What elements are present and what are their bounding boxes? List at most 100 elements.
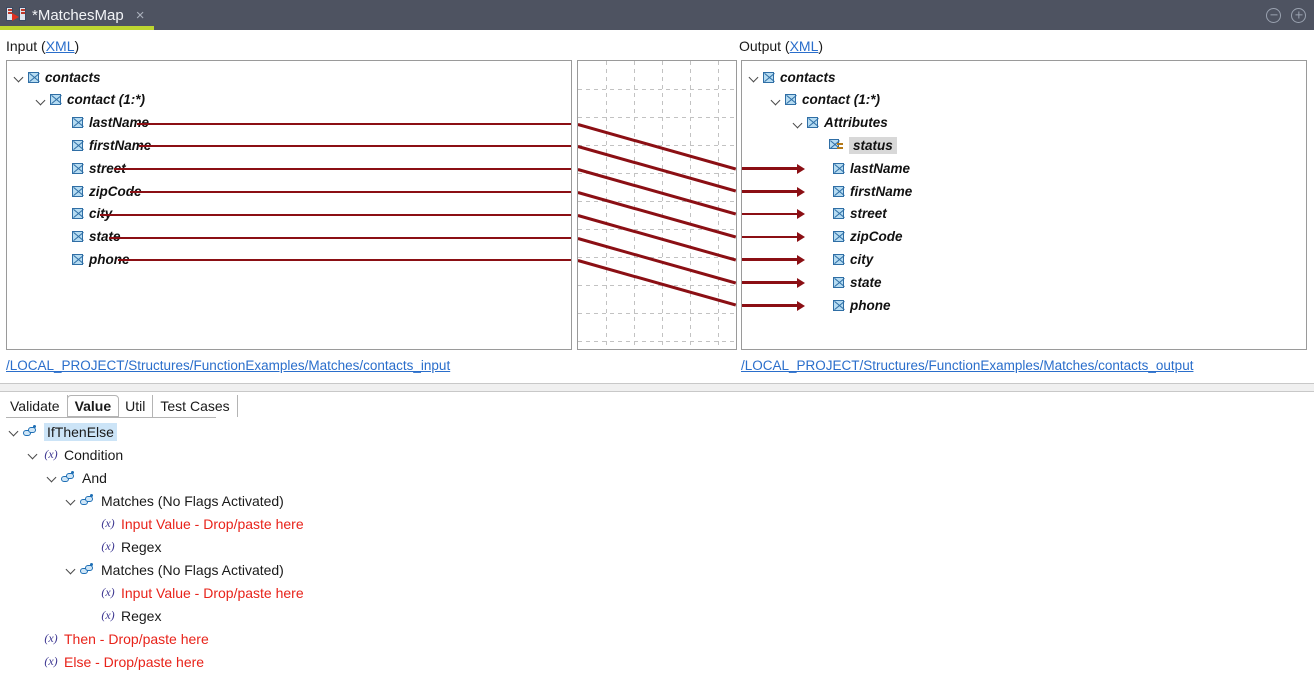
chevron-down-icon[interactable] <box>13 71 25 83</box>
title-bar: *MatchesMap × <box>0 0 1314 30</box>
tab-validate[interactable]: Validate <box>6 395 68 417</box>
input-tree-node[interactable]: contacts <box>13 68 101 86</box>
expression-tree-node[interactable]: (x)Else - Drop/paste here <box>27 650 204 673</box>
output-tree-node[interactable]: phone <box>818 296 891 314</box>
input-tree-node[interactable]: zipCode <box>57 182 142 200</box>
chevron-down-icon[interactable] <box>65 494 78 507</box>
grid-line <box>578 285 736 286</box>
input-tree-node[interactable]: firstName <box>57 136 151 154</box>
output-tree-node[interactable]: city <box>818 250 873 268</box>
xml-element-icon <box>72 139 83 151</box>
expression-tree-node-label: IfThenElse <box>44 422 117 441</box>
output-tree-node[interactable]: state <box>818 273 882 291</box>
window-controls <box>1266 0 1306 30</box>
input-tree-node[interactable]: contact (1:*) <box>35 91 145 109</box>
connector-canvas[interactable] <box>577 60 737 350</box>
chevron-down-icon[interactable] <box>748 71 760 83</box>
xml-element-icon <box>72 117 83 129</box>
expression-tree-node[interactable]: (x)Regex <box>84 604 161 627</box>
xml-element-icon <box>72 185 83 197</box>
expression-tree-node[interactable]: (x)Input Value - Drop/paste here <box>84 512 304 535</box>
tab-test-cases[interactable]: Test Cases <box>153 395 238 417</box>
value-icon: (x) <box>44 447 58 461</box>
output-tree-node-label: Attributes <box>824 115 888 131</box>
xml-element-icon <box>72 208 83 220</box>
close-icon[interactable]: × <box>135 6 145 24</box>
mapping-connector-line[interactable] <box>578 259 736 307</box>
output-tree-node-selected[interactable]: status <box>814 136 897 154</box>
input-tree-panel[interactable]: contacts contact (1:*) lastName firstName st… <box>6 60 572 350</box>
minimize-icon[interactable] <box>1266 7 1281 23</box>
mapping-connector-line[interactable] <box>578 236 736 284</box>
editor-tab-matchesmap[interactable]: *MatchesMap × <box>0 0 155 30</box>
expression-tree-node[interactable]: (x)Regex <box>84 535 161 558</box>
tab-value[interactable]: Value <box>66 395 120 417</box>
value-icon: (x) <box>101 585 115 599</box>
chevron-down-icon[interactable] <box>770 94 782 106</box>
chevron-down-icon[interactable] <box>46 471 59 484</box>
chevron-down-icon[interactable] <box>8 425 21 438</box>
input-tree-node[interactable]: street <box>57 159 126 177</box>
grid-line <box>578 173 736 174</box>
expression-tree-node-label: Input Value - Drop/paste here <box>121 515 304 532</box>
output-xml-link[interactable]: XML <box>789 38 819 54</box>
chevron-down-icon[interactable] <box>65 563 78 576</box>
mapping-arrow-line <box>742 212 797 216</box>
output-tree-node[interactable]: contacts <box>748 68 836 86</box>
panel-splitter[interactable] <box>0 383 1314 392</box>
output-path-link[interactable]: /LOCAL_PROJECT/Structures/FunctionExampl… <box>741 358 1194 373</box>
mapping-connector-line[interactable] <box>578 213 736 261</box>
input-tree-node[interactable]: lastName <box>57 114 149 132</box>
mapping-connector-line[interactable] <box>578 122 736 170</box>
expression-tree-node[interactable]: (x) Condition <box>27 443 123 466</box>
tab-active-accent <box>0 26 155 30</box>
grid-line <box>578 201 736 202</box>
chevron-down-icon[interactable] <box>35 94 47 106</box>
mapping-connector-line[interactable] <box>578 191 736 239</box>
value-icon: (x) <box>101 608 115 622</box>
output-header-suffix: ) <box>818 38 824 54</box>
output-tree-panel[interactable]: contacts contact (1:*) Attributes status las… <box>741 60 1307 350</box>
tab-bar-rule <box>6 417 216 418</box>
xml-element-icon <box>785 94 796 106</box>
output-tree-node-label: contacts <box>780 69 836 85</box>
input-path-link[interactable]: /LOCAL_PROJECT/Structures/FunctionExampl… <box>6 358 451 373</box>
grid-line <box>578 89 736 90</box>
output-tree-node-label: status <box>849 136 897 154</box>
output-tree-node[interactable]: Attributes <box>792 114 888 132</box>
mapping-connector-line[interactable] <box>578 168 736 216</box>
output-header-text: Output ( <box>739 38 790 54</box>
output-tree-node[interactable]: street <box>818 205 887 223</box>
expression-tree-node[interactable]: Matches (No Flags Activated) <box>65 558 284 581</box>
output-tree-node[interactable]: contact (1:*) <box>770 91 880 109</box>
chevron-down-icon[interactable] <box>27 448 40 461</box>
tab-util[interactable]: Util <box>118 395 154 417</box>
expression-tree-node-label: Condition <box>64 446 124 463</box>
input-tree-node-label: lastName <box>89 115 150 131</box>
output-tree-node[interactable]: lastName <box>818 159 910 177</box>
chevron-down-icon[interactable] <box>792 117 804 129</box>
output-tree-node[interactable]: zipCode <box>818 228 903 246</box>
value-icon: (x) <box>44 654 58 668</box>
input-tree-node[interactable]: phone <box>57 250 130 268</box>
function-icon <box>23 424 39 439</box>
mapping-arrow-head <box>797 232 805 243</box>
input-tree-node[interactable]: state <box>57 228 121 246</box>
expression-tree-node[interactable]: Matches (No Flags Activated) <box>65 489 284 512</box>
xml-element-icon <box>72 253 83 265</box>
input-xml-link[interactable]: XML <box>45 38 75 54</box>
expression-tree-node[interactable]: IfThenElse <box>8 420 117 443</box>
expression-tree-node[interactable]: (x) Input Value - Drop/paste here <box>84 581 304 604</box>
map-document-icon <box>6 6 26 24</box>
output-tree-node[interactable]: firstName <box>818 182 912 200</box>
mapping-connector-line[interactable] <box>578 145 736 193</box>
expression-tree-node[interactable]: And <box>46 466 107 489</box>
expression-tree-node-label: Matches (No Flags Activated) <box>101 561 284 578</box>
maximize-icon[interactable] <box>1291 7 1306 23</box>
editor-tab-label: *MatchesMap <box>32 6 124 24</box>
function-icon <box>80 562 96 577</box>
expression-tree-node[interactable]: (x)Then - Drop/paste here <box>27 627 208 650</box>
expression-tree-node-label: Input Value - Drop/paste here <box>121 584 304 601</box>
mapping-arrow-line <box>742 258 797 261</box>
mapping-arrow-head <box>797 163 805 174</box>
